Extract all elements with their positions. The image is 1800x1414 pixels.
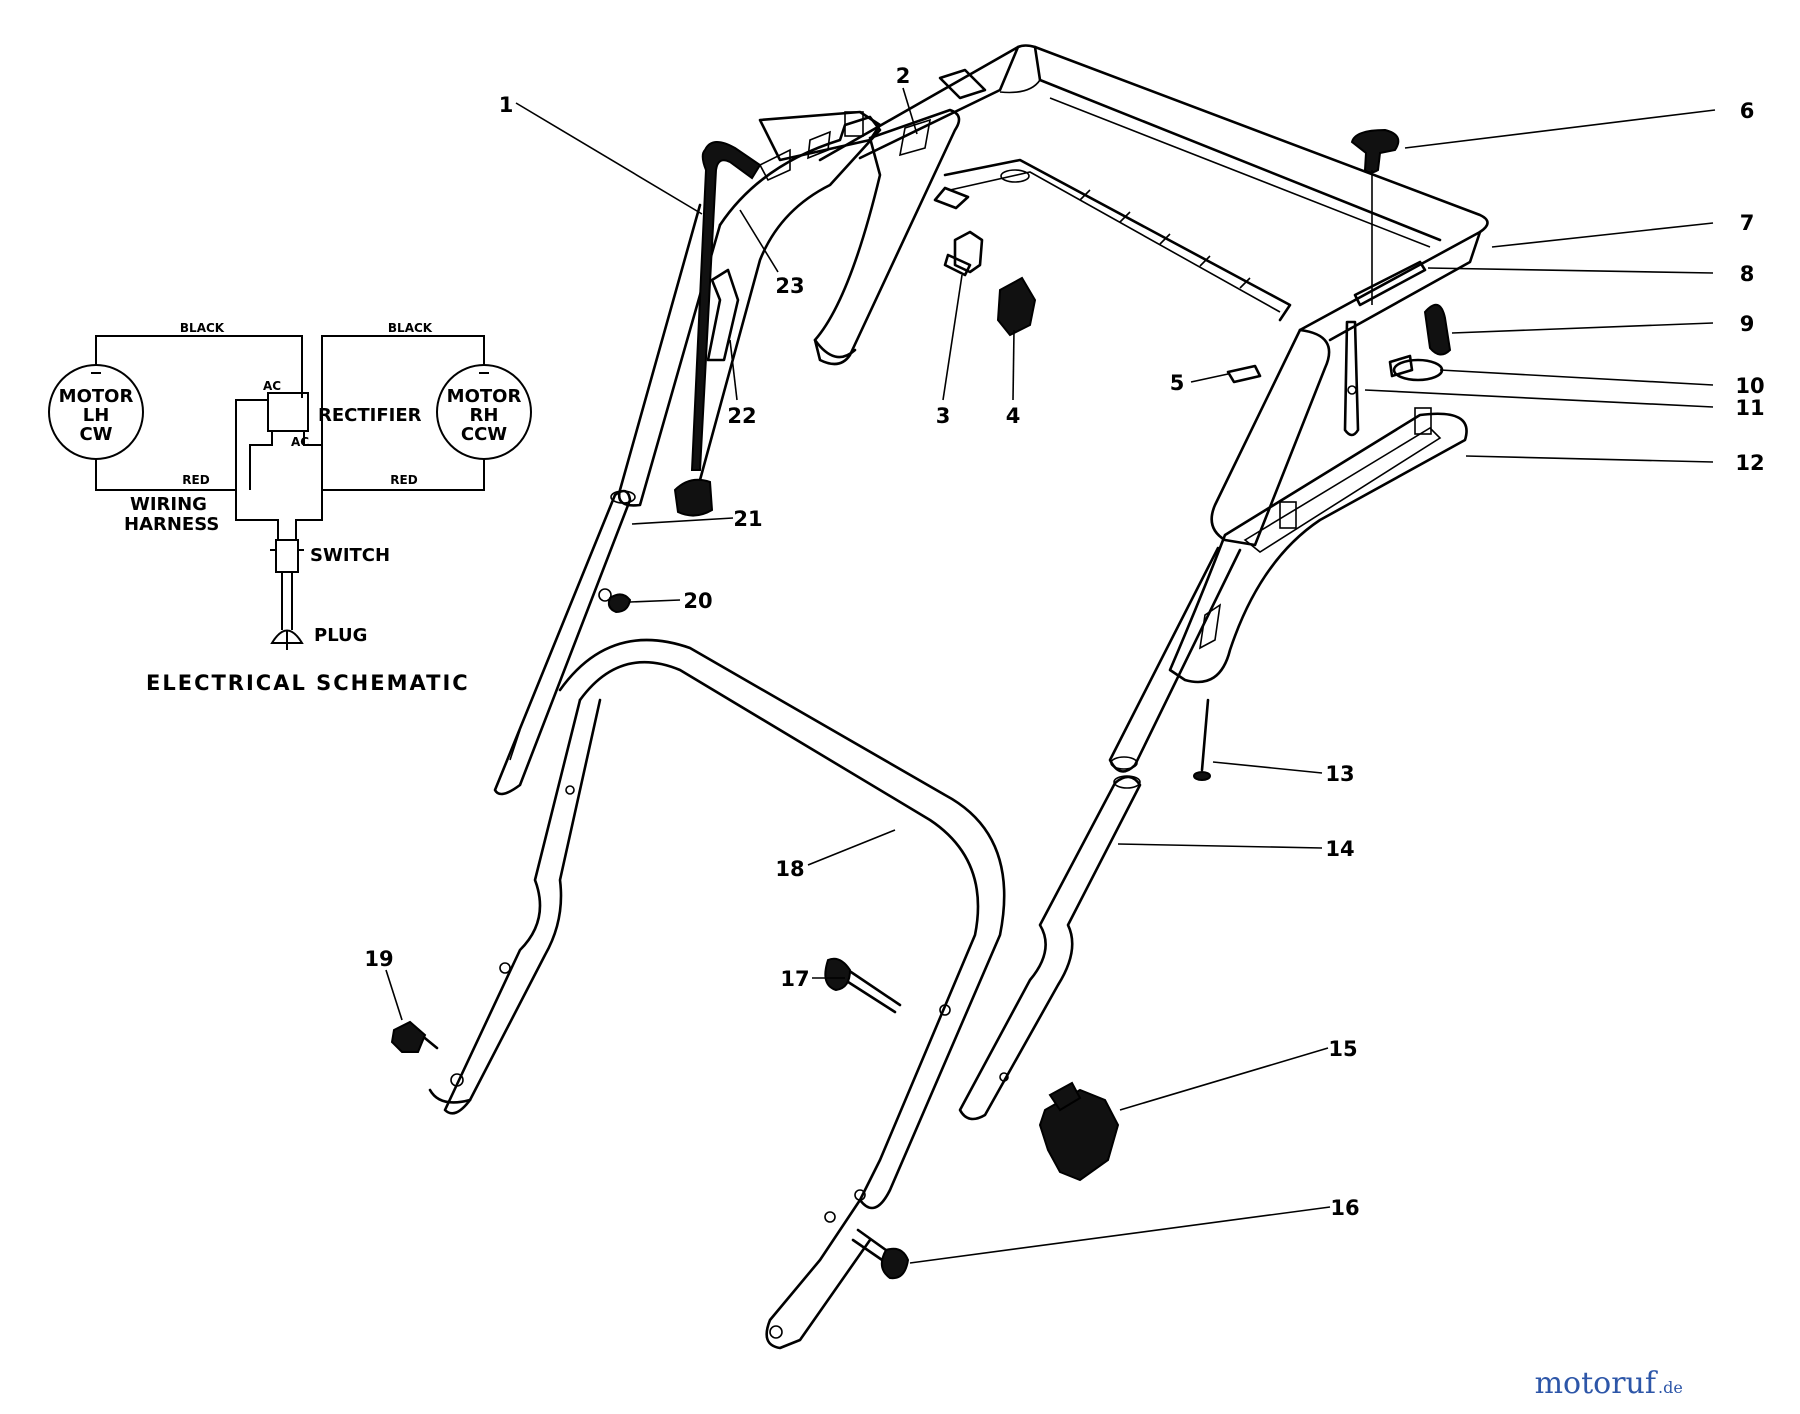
callout-17: 17 <box>780 967 809 991</box>
watermark-text: motoruf <box>1535 1366 1658 1401</box>
wiring-harness-label-1: WIRING <box>130 494 207 515</box>
callout-20: 20 <box>683 589 712 613</box>
plug-label: PLUG <box>314 625 367 646</box>
wire-black-left-label: BLACK <box>180 321 225 335</box>
callout-22: 22 <box>727 404 756 428</box>
lower-handle-loop <box>428 638 1006 1350</box>
electrical-schematic: MOTOR LH CW MOTOR RH CCW BLACK BLACK AC … <box>48 321 532 695</box>
rectifier-ac-top: AC <box>263 379 281 393</box>
callout-18: 18 <box>775 857 804 881</box>
right-handle-side <box>958 128 1468 1182</box>
callout-2: 2 <box>896 64 911 88</box>
black-wire-right <box>321 335 485 398</box>
motor-lh-label-3: CW <box>79 424 112 445</box>
callout-10: 10 <box>1735 374 1764 398</box>
part-2-grip <box>813 68 987 366</box>
switch-label: SWITCH <box>310 545 390 566</box>
motor-lh-label-1: MOTOR <box>59 386 134 407</box>
schematic-title: ELECTRICAL SCHEMATIC <box>146 671 470 695</box>
callout-1: 1 <box>499 93 514 117</box>
callout-labels: 1 2 3 4 5 6 7 8 9 10 11 12 13 14 15 16 1… <box>364 64 1764 1220</box>
upper-handle-top <box>818 44 1489 547</box>
plug-symbol <box>270 629 304 644</box>
wiring-harness-label-2: HARNESS <box>124 514 219 535</box>
callout-6: 6 <box>1740 99 1755 123</box>
callout-21: 21 <box>733 507 762 531</box>
callout-19: 19 <box>364 947 393 971</box>
callout-11: 11 <box>1735 396 1764 420</box>
rectifier-symbol <box>267 392 309 432</box>
watermark-suffix: .de <box>1658 1378 1683 1397</box>
callout-23: 23 <box>775 274 804 298</box>
left-upper-handle <box>493 110 882 796</box>
callout-14: 14 <box>1325 837 1354 861</box>
motor-rh-label-2: RH <box>470 405 499 426</box>
small-parts <box>943 230 1262 384</box>
motor-rh-label-3: CCW <box>461 424 507 445</box>
switch-symbol <box>275 539 299 573</box>
wire-red-right-label: RED <box>390 473 417 487</box>
rectifier-label: RECTIFIER <box>318 405 422 426</box>
motor-lh-label-2: LH <box>83 405 110 426</box>
rectifier-ac-bottom: AC <box>291 435 309 449</box>
black-wire-left <box>95 335 303 398</box>
callout-3: 3 <box>936 404 951 428</box>
motor-rh-label-1: MOTOR <box>447 386 522 407</box>
watermark: motoruf .de <box>1535 1366 1683 1401</box>
callout-15: 15 <box>1328 1037 1357 1061</box>
wire-red-left-label: RED <box>182 473 209 487</box>
leader-lines <box>385 87 1716 1264</box>
callout-13: 13 <box>1325 762 1354 786</box>
handle-assembly-drawing <box>390 44 1489 1350</box>
callout-9: 9 <box>1740 312 1755 336</box>
callout-7: 7 <box>1740 211 1755 235</box>
bolts <box>390 593 910 1280</box>
callout-5: 5 <box>1170 371 1185 395</box>
callout-16: 16 <box>1330 1196 1359 1220</box>
callout-4: 4 <box>1006 404 1021 428</box>
callout-8: 8 <box>1740 262 1755 286</box>
callout-12: 12 <box>1735 451 1764 475</box>
wire-black-right-label: BLACK <box>388 321 433 335</box>
